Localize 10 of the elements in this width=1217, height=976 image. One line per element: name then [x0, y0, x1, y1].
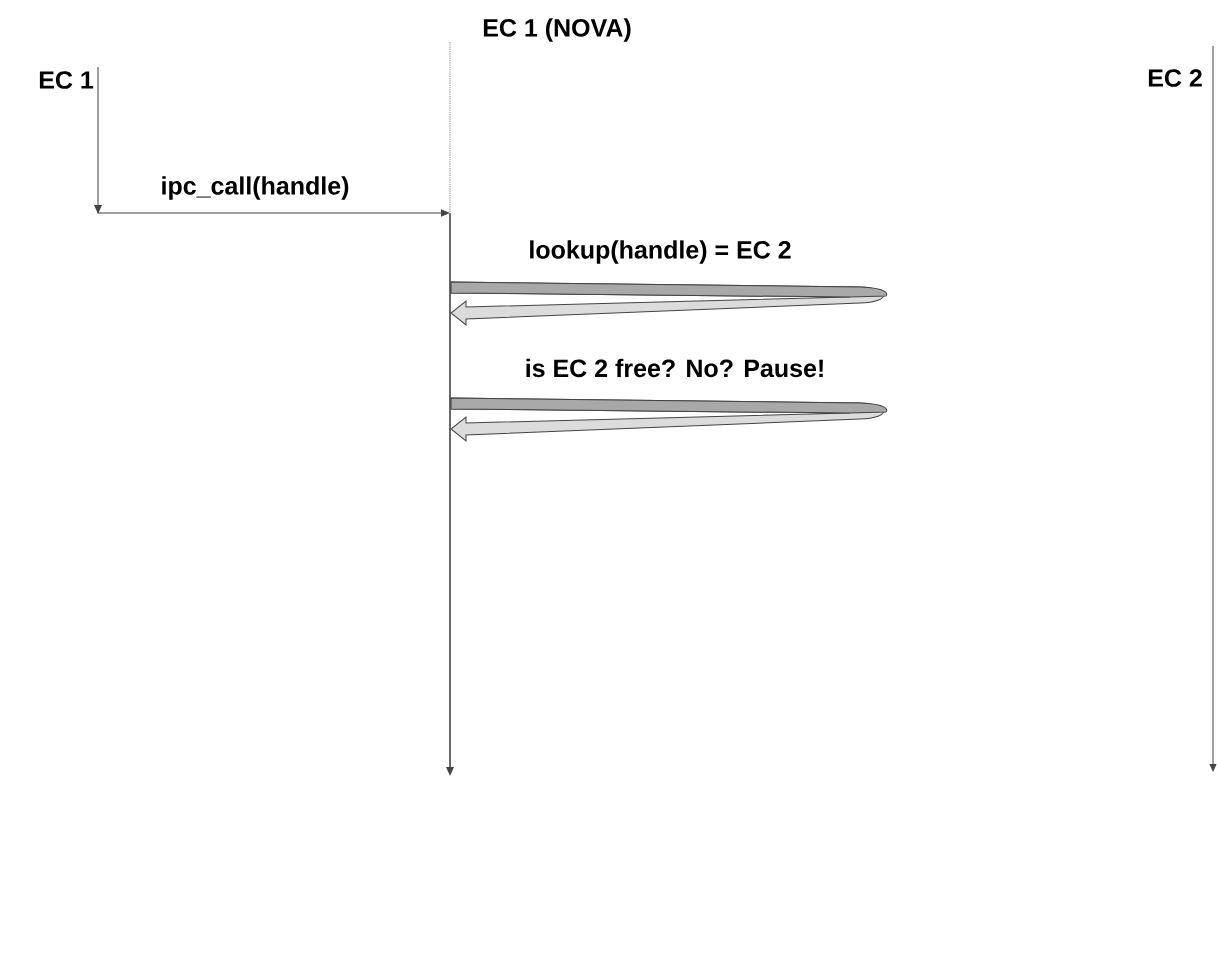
lifeline-arrow — [446, 213, 454, 776]
edge-label: lookup(handle) = EC 2 — [526, 238, 794, 266]
loop-arrow — [450, 281, 888, 326]
lifeline-label: EC 2 — [1148, 69, 1202, 87]
loop-arrow — [450, 397, 888, 442]
arrow — [94, 66, 450, 217]
lifeline-label: EC 1 — [39, 71, 94, 89]
edge-label: ipc_call(handle) — [158, 174, 352, 202]
edge-label: is EC 2 free? No? Pause! — [522, 356, 828, 380]
lifeline-label: EC 1 (NOVA) — [483, 18, 631, 42]
